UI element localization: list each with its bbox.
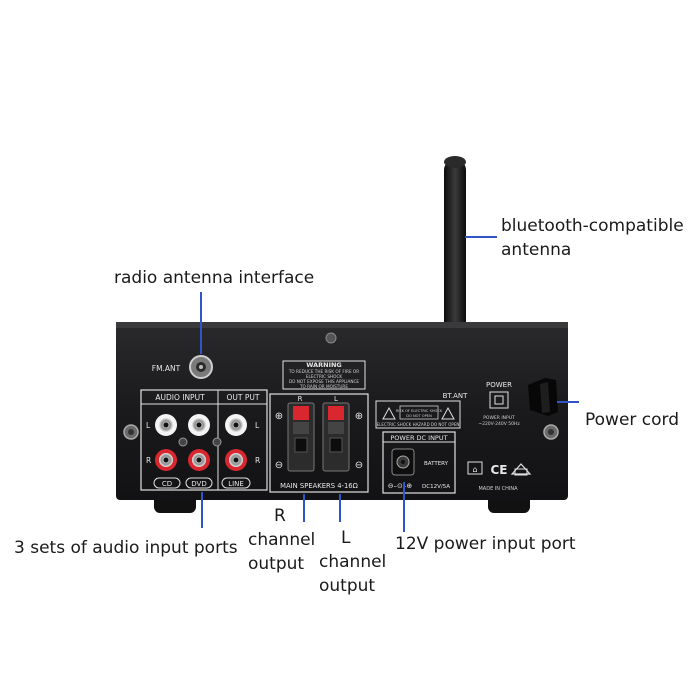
bt-antenna-callout-line-2: antenna <box>501 240 572 260</box>
fm-ant-label: FM.ANT <box>152 364 181 373</box>
power-cord <box>528 378 558 416</box>
l-output-callout-line-3: output <box>319 576 376 596</box>
warning-label: WARNING TO REDUCE THE RISK OF FIRE OR EL… <box>282 360 366 390</box>
l-output-callout: L channel output <box>319 526 386 598</box>
power-cord-callout: Power cord <box>585 410 680 430</box>
audio-inputs-callout: 3 sets of audio input ports <box>14 538 238 558</box>
r-output-callout-line-2: channel <box>248 530 316 550</box>
warning-line-1: TO REDUCE THE RISK OF FIRE OR <box>288 369 359 374</box>
svg-text:⊖–⊙–⊕: ⊖–⊙–⊕ <box>388 482 413 490</box>
bt-antenna-callout: bluetooth-compatible antenna <box>501 214 684 262</box>
fm-antenna-jack <box>189 355 213 379</box>
power-dc-input-panel: POWER DC INPUT BATTERY DC12V/5A ⊖–⊙–⊕ <box>382 431 456 494</box>
warning-title: WARNING <box>306 361 342 369</box>
warning-line-2: ELECTRIC SHOCK <box>306 374 343 379</box>
audio-inputs-callout-line <box>201 492 203 528</box>
out-put-title: OUT PUT <box>227 393 260 402</box>
out-r-label: R <box>255 456 260 465</box>
main-speakers-label: MAIN SPEAKERS 4-16Ω <box>280 482 358 490</box>
power-input-line-2: ~220V-240V 50Hz <box>478 421 520 427</box>
power-dc-input-title: POWER DC INPUT <box>390 434 447 442</box>
bt-antenna-callout-line <box>465 236 497 238</box>
rca-red-row <box>155 449 247 471</box>
power-label: POWER <box>486 381 512 389</box>
audio-input-title: AUDIO INPUT <box>155 393 205 402</box>
l-output-callout-line-2: channel <box>319 552 387 572</box>
r-output-callout: R channel output <box>248 504 315 576</box>
speaker-terminals: R L ⊕ ⊕ ⊖ ⊖ MAIN SPEAKERS 4-16Ω <box>269 393 369 493</box>
shock-hazard-label: RISK OF ELECTRIC SHOCK DO NOT OPEN ELECT… <box>375 400 461 429</box>
audio-input-panel: AUDIO INPUT OUT PUT L R L R CD DVD LINE <box>140 389 268 491</box>
svg-text:⊖: ⊖ <box>355 460 363 471</box>
svg-text:⊕: ⊕ <box>355 411 363 422</box>
shock-hazard-text: ELECTRIC SHOCK HAZARD DO NOT OPEN <box>377 422 460 427</box>
bt-ant-label: BT.ANT <box>443 392 468 400</box>
r-output-callout-line <box>303 494 305 522</box>
speaker-r-label: R <box>298 395 303 403</box>
svg-text:⊖: ⊖ <box>275 460 283 471</box>
line-label: LINE <box>228 480 244 488</box>
out-l-label: L <box>255 421 260 430</box>
channel-l-label: L <box>146 421 151 430</box>
battery-label: BATTERY <box>424 461 449 467</box>
cd-label: CD <box>162 480 172 488</box>
shock-text-1: RISK OF ELECTRIC SHOCK <box>396 409 443 413</box>
dvd-label: DVD <box>191 480 206 488</box>
warning-line-3: DO NOT EXPOSE THIS APPLIANCE <box>289 379 359 384</box>
made-in-china: MADE IN CHINA <box>478 486 518 492</box>
dc-input-callout-line <box>403 482 405 532</box>
radio-antenna-callout-line <box>200 292 202 354</box>
r-output-callout-line-1: R <box>274 506 286 526</box>
bt-antenna-callout-line-1: bluetooth-compatible <box>501 216 684 236</box>
warning-line-4: TO RAIN OR MOISTURE <box>299 384 348 389</box>
certification-marks: ⌂ CE MADE IN CHINA <box>467 461 532 492</box>
rca-white-row <box>155 414 247 436</box>
svg-text:⌂: ⌂ <box>472 465 477 474</box>
r-output-callout-line-3: output <box>248 554 305 574</box>
dc-input-callout: 12V power input port <box>395 534 576 554</box>
ce-mark: CE <box>490 463 507 477</box>
svg-text:⊕: ⊕ <box>275 411 283 422</box>
shock-text-2: DO NOT OPEN <box>406 414 432 418</box>
channel-r-label: R <box>146 456 151 465</box>
dc-rating-label: DC12V/5A <box>422 484 450 490</box>
power-cord-callout-line <box>557 401 579 403</box>
l-output-callout-line <box>339 494 341 522</box>
power-input-line-1: POWER INPUT <box>483 415 515 421</box>
speaker-l-label: L <box>334 395 338 403</box>
radio-antenna-callout: radio antenna interface <box>114 268 315 288</box>
l-output-callout-line-1: L <box>341 528 351 548</box>
power-area: POWER POWER INPUT ~220V-240V 50Hz <box>478 381 520 427</box>
